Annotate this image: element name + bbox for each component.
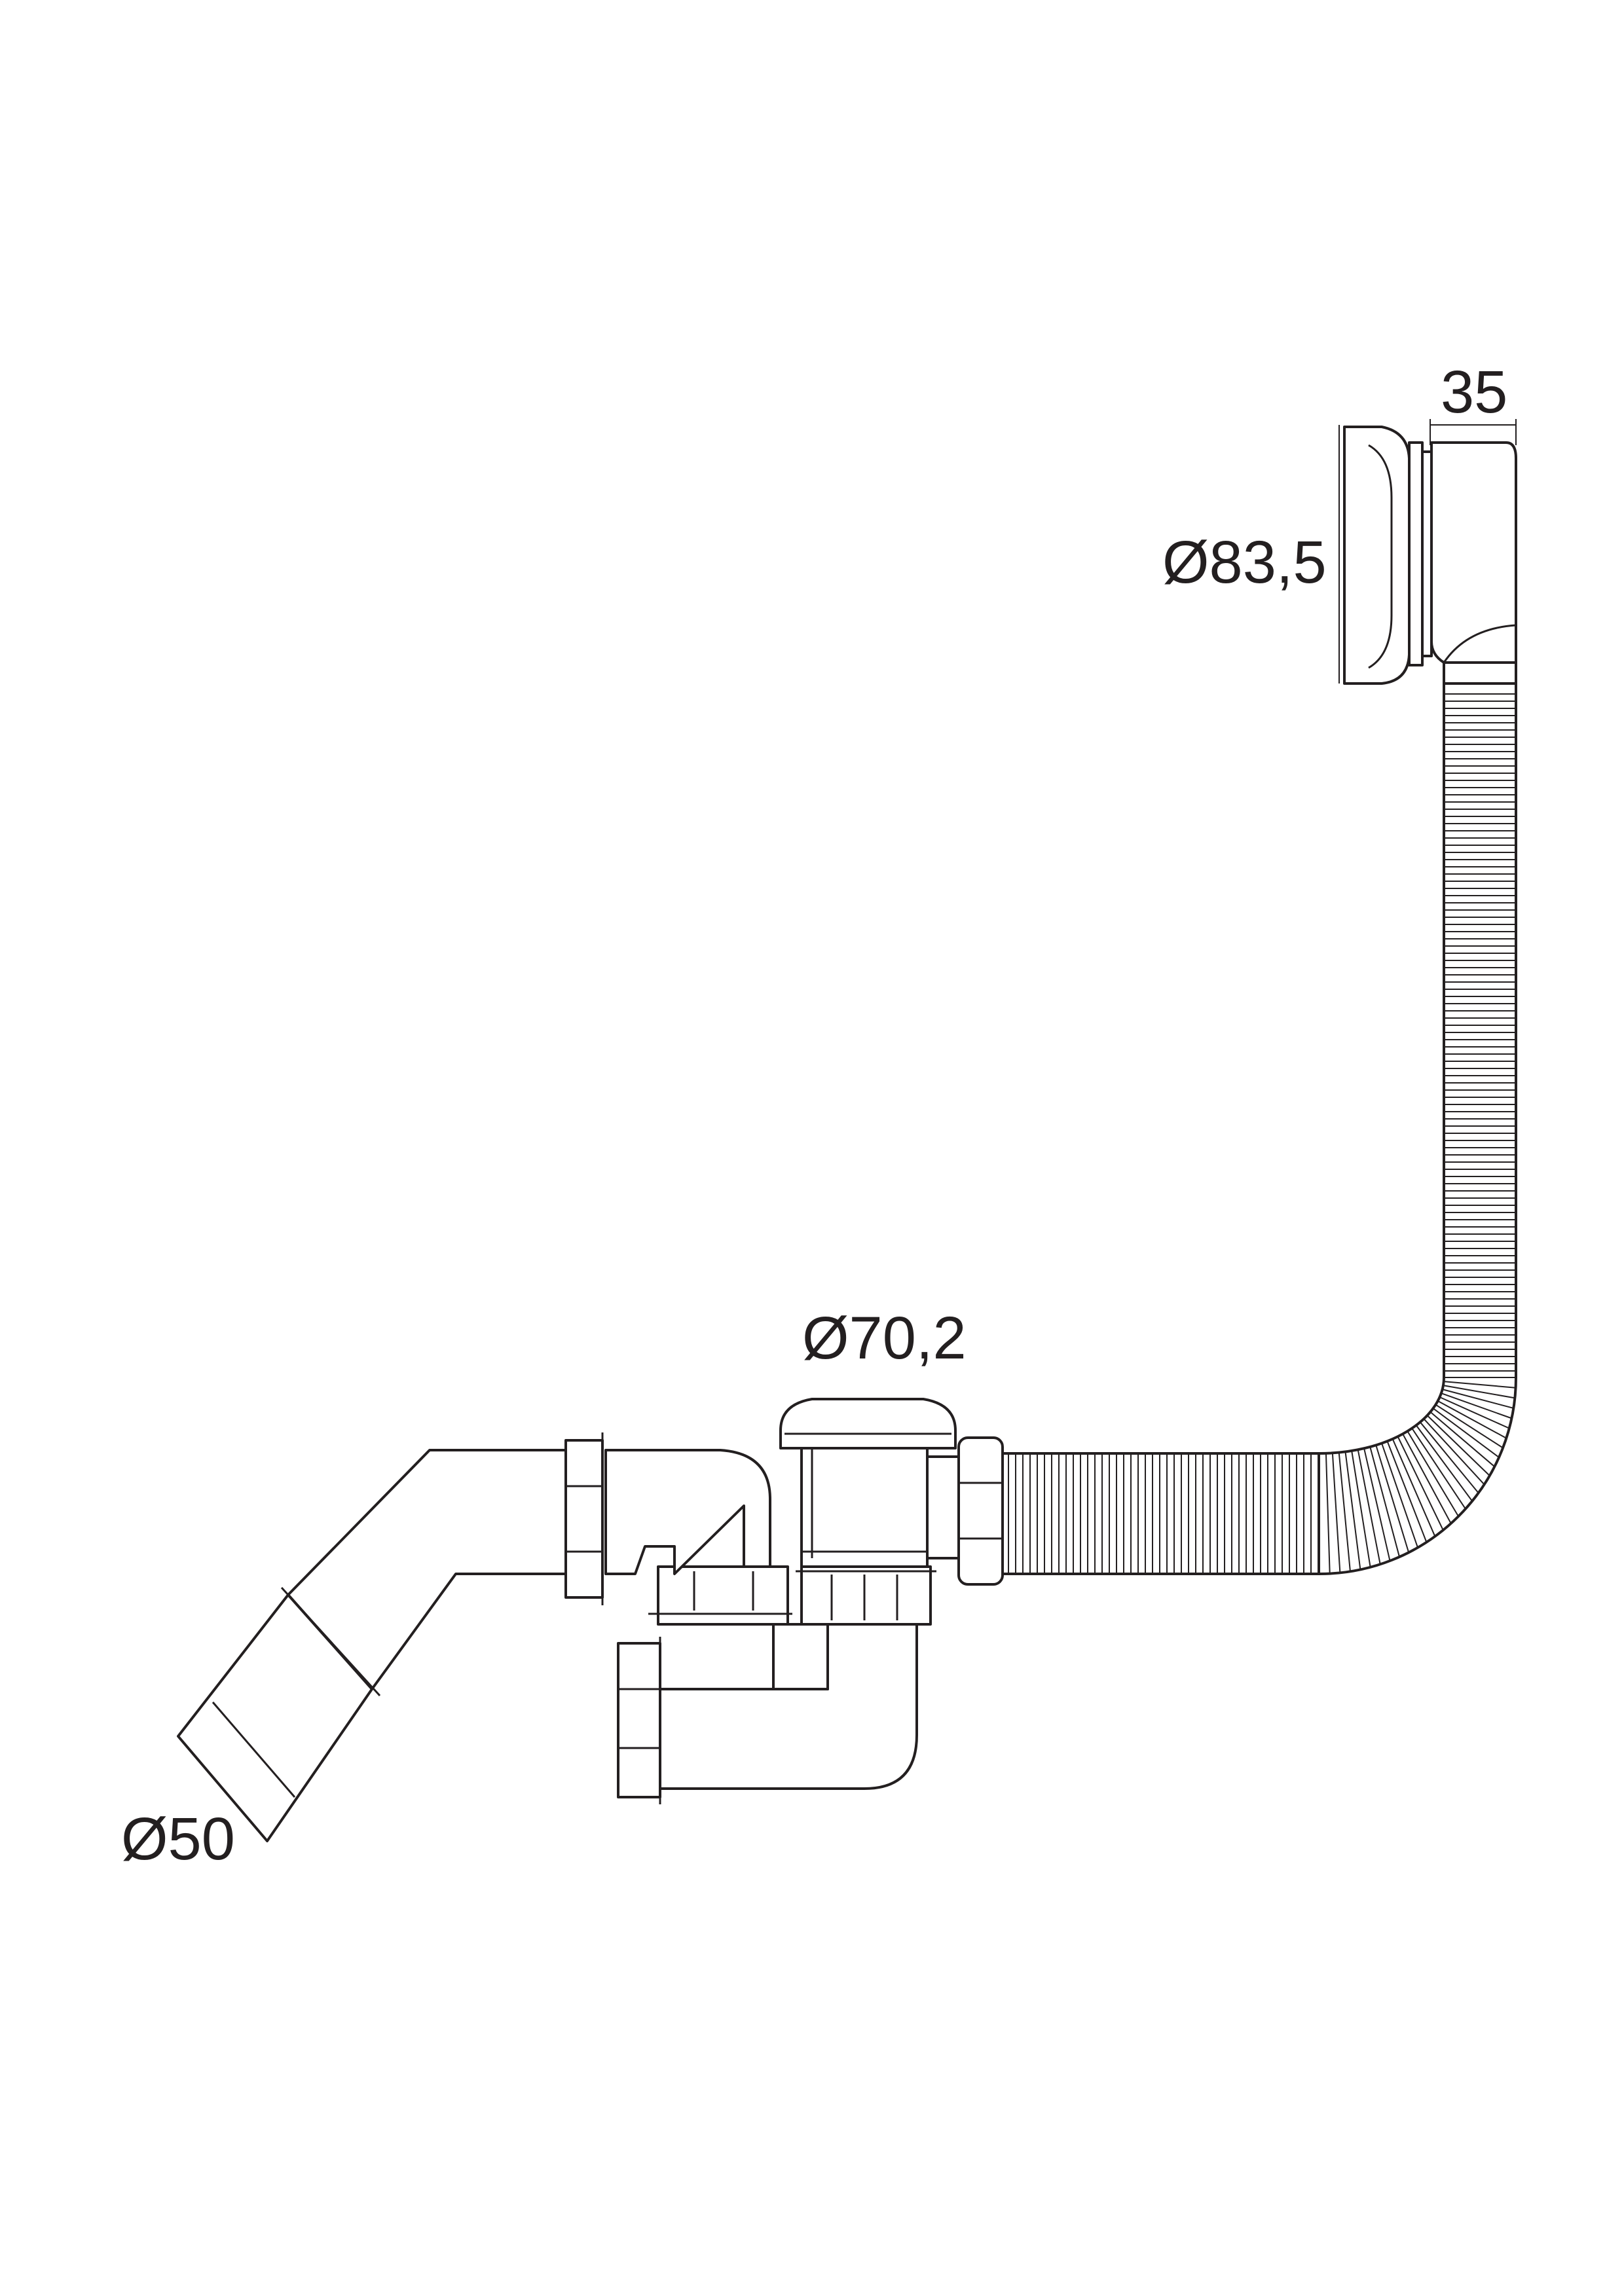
corrugation-line <box>1381 1443 1418 1548</box>
hose-connector-nut <box>919 1436 1004 1586</box>
corrugation-line <box>1407 1430 1459 1517</box>
corrugation-line <box>1426 1415 1490 1476</box>
drain-diameter-label: Ø70,2 <box>802 1305 967 1372</box>
corrugation-line <box>1442 1389 1514 1409</box>
corrugation-line <box>1423 1418 1485 1485</box>
drain-plug: Ø70,2 <box>779 1305 967 1626</box>
corrugation-line <box>1397 1436 1444 1531</box>
corrugation-line <box>1325 1453 1331 1574</box>
outlet-pipe: Ø50 <box>121 1449 567 1872</box>
corrugation-line <box>1369 1446 1400 1558</box>
corrugation-line <box>1435 1404 1504 1449</box>
corrugation-line <box>1432 1408 1500 1458</box>
corrugation-line <box>1437 1400 1507 1439</box>
corrugation-line <box>1386 1440 1428 1542</box>
corrugation-line <box>1443 1385 1515 1399</box>
corrugation-line <box>1338 1452 1351 1572</box>
flexible-hose <box>1001 682 1517 1575</box>
corrugation-line <box>1443 1381 1516 1389</box>
corrugation-line <box>1357 1449 1381 1565</box>
corrugation-line <box>1363 1448 1391 1561</box>
overflow-depth-label: 35 <box>1441 359 1507 426</box>
corrugation-line <box>1415 1425 1473 1502</box>
outlet-diameter-label: Ø50 <box>121 1806 235 1872</box>
corrugation-line <box>1439 1396 1510 1429</box>
corrugation-line <box>1411 1428 1466 1510</box>
corrugation-line <box>1430 1411 1495 1467</box>
corrugation-line <box>1419 1421 1479 1493</box>
overflow-unit: Ø83,5 <box>1162 425 1517 685</box>
corrugation-line <box>1344 1451 1361 1570</box>
corrugation-line <box>1351 1450 1371 1567</box>
corrugation-line <box>1402 1433 1452 1524</box>
dimension-35: 35 <box>1430 359 1517 445</box>
corrugation-line <box>1441 1393 1512 1419</box>
overflow-diameter-label: Ø83,5 <box>1162 529 1327 596</box>
elbow-pipe <box>564 1432 771 1605</box>
corrugation-line <box>1331 1453 1341 1573</box>
hose-corrugations <box>1008 693 1516 1574</box>
trap <box>617 1565 918 1804</box>
corrugation-line <box>1375 1445 1410 1553</box>
corrugation-line <box>1392 1438 1436 1537</box>
